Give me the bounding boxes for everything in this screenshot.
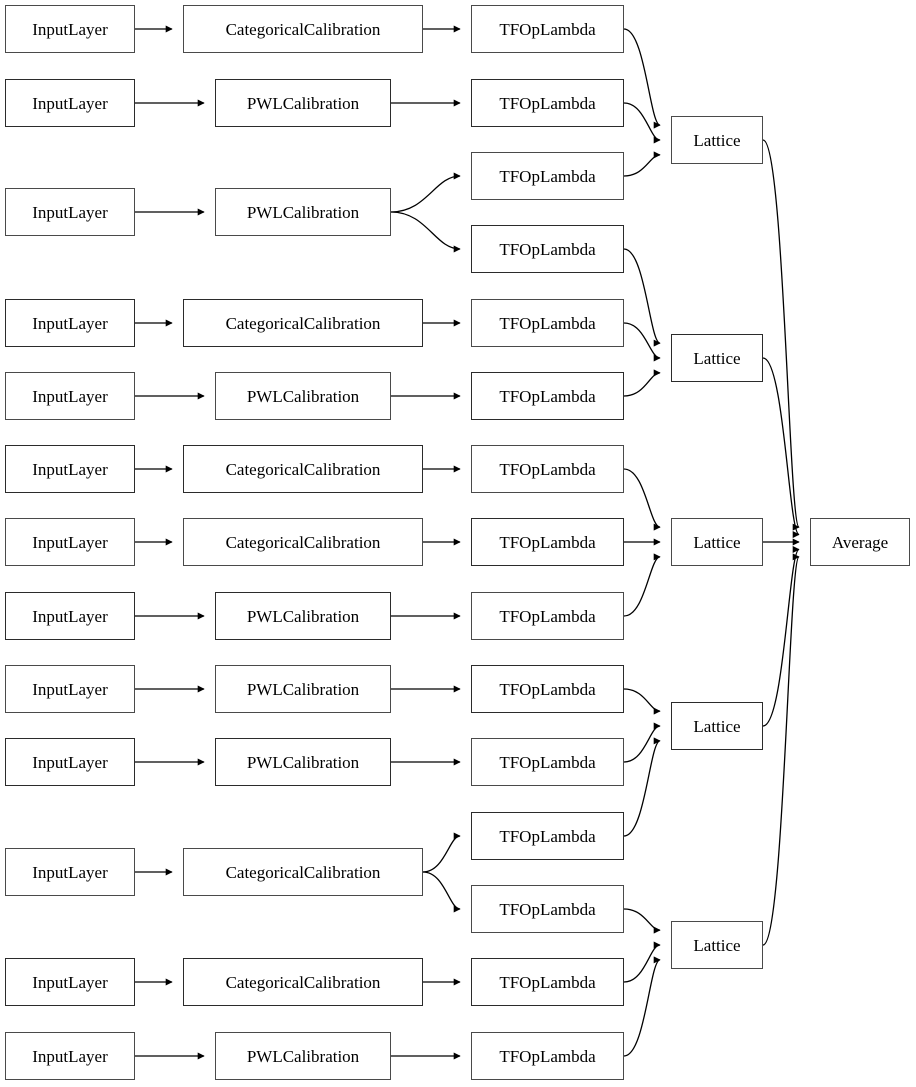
tf-op-lambda-node[interactable]: TFOpLambda	[471, 225, 624, 273]
input-layer-node[interactable]: InputLayer	[5, 5, 135, 53]
lattice-node[interactable]: Lattice	[671, 518, 763, 566]
edge-paths	[135, 25, 800, 1060]
input-layer-node[interactable]: InputLayer	[5, 592, 135, 640]
edge-lam4-to-lat1	[623, 322, 661, 362]
calibration-node[interactable]: CategoricalCalibration	[183, 5, 423, 53]
input-layer-node[interactable]: InputLayer	[5, 518, 135, 566]
lattice-node[interactable]: Lattice	[671, 334, 763, 382]
edge-lam0-to-lat0	[623, 28, 661, 129]
tf-op-lambda-node[interactable]: TFOpLambda	[471, 152, 624, 200]
input-layer-node[interactable]: InputLayer	[5, 848, 135, 896]
edge-lam2-to-lat0	[623, 151, 661, 177]
calibration-node[interactable]: CategoricalCalibration	[183, 958, 423, 1006]
lattice-node[interactable]: Lattice	[671, 921, 763, 969]
calibration-node[interactable]: CategoricalCalibration	[183, 518, 423, 566]
tf-op-lambda-node[interactable]: TFOpLambda	[471, 445, 624, 493]
edge-lam11-to-lat3	[623, 737, 661, 837]
edge-cal10-to-lam12	[422, 871, 461, 913]
edge-cal10-to-lam11	[422, 832, 461, 873]
tf-op-lambda-node[interactable]: TFOpLambda	[471, 299, 624, 347]
input-layer-node[interactable]: InputLayer	[5, 1032, 135, 1080]
tf-op-lambda-node[interactable]: TFOpLambda	[471, 812, 624, 860]
edge-lam14-to-lat4	[623, 956, 661, 1057]
edge-lat1-to-avg	[762, 357, 800, 538]
calibration-node[interactable]: CategoricalCalibration	[183, 445, 423, 493]
tf-op-lambda-node[interactable]: TFOpLambda	[471, 1032, 624, 1080]
tf-op-lambda-node[interactable]: TFOpLambda	[471, 79, 624, 127]
edge-lam8-to-lat2	[623, 553, 661, 617]
tf-op-lambda-node[interactable]: TFOpLambda	[471, 885, 624, 933]
input-layer-node[interactable]: InputLayer	[5, 372, 135, 420]
edge-lam12-to-lat4	[623, 908, 661, 934]
edge-lat4-to-avg	[762, 553, 800, 946]
calibration-node[interactable]: CategoricalCalibration	[183, 299, 423, 347]
calibration-node[interactable]: PWLCalibration	[215, 592, 391, 640]
edge-lam5-to-lat1	[623, 369, 661, 397]
input-layer-node[interactable]: InputLayer	[5, 79, 135, 127]
calibration-node[interactable]: PWLCalibration	[215, 665, 391, 713]
tf-op-lambda-node[interactable]: TFOpLambda	[471, 5, 624, 53]
lattice-node[interactable]: Lattice	[671, 702, 763, 750]
tf-op-lambda-node[interactable]: TFOpLambda	[471, 958, 624, 1006]
calibration-node[interactable]: PWLCalibration	[215, 372, 391, 420]
tf-op-lambda-node[interactable]: TFOpLambda	[471, 518, 624, 566]
edge-lam9-to-lat3	[623, 688, 661, 715]
edge-lam6-to-lat2	[623, 468, 661, 531]
edge-lat3-to-avg	[762, 546, 800, 727]
input-layer-node[interactable]: InputLayer	[5, 958, 135, 1006]
edge-lam10-to-lat3	[623, 722, 661, 763]
input-layer-node[interactable]: InputLayer	[5, 188, 135, 236]
lattice-node[interactable]: Lattice	[671, 116, 763, 164]
edge-lat0-to-avg	[762, 139, 800, 531]
edge-lam13-to-lat4	[623, 941, 661, 983]
input-layer-node[interactable]: InputLayer	[5, 665, 135, 713]
calibration-node[interactable]: PWLCalibration	[215, 188, 391, 236]
average-node[interactable]: Average	[810, 518, 910, 566]
input-layer-node[interactable]: InputLayer	[5, 299, 135, 347]
tf-op-lambda-node[interactable]: TFOpLambda	[471, 592, 624, 640]
input-layer-node[interactable]: InputLayer	[5, 445, 135, 493]
tf-op-lambda-node[interactable]: TFOpLambda	[471, 738, 624, 786]
edge-cal2-to-lam3	[390, 211, 461, 253]
edge-lam3-to-lat1	[623, 248, 661, 347]
tf-op-lambda-node[interactable]: TFOpLambda	[471, 665, 624, 713]
edge-cal2-to-lam2	[390, 172, 461, 213]
calibration-node[interactable]: PWLCalibration	[215, 79, 391, 127]
calibration-node[interactable]: CategoricalCalibration	[183, 848, 423, 896]
calibration-node[interactable]: PWLCalibration	[215, 738, 391, 786]
calibration-node[interactable]: PWLCalibration	[215, 1032, 391, 1080]
tf-op-lambda-node[interactable]: TFOpLambda	[471, 372, 624, 420]
input-layer-node[interactable]: InputLayer	[5, 738, 135, 786]
edge-lam1-to-lat0	[623, 102, 661, 144]
